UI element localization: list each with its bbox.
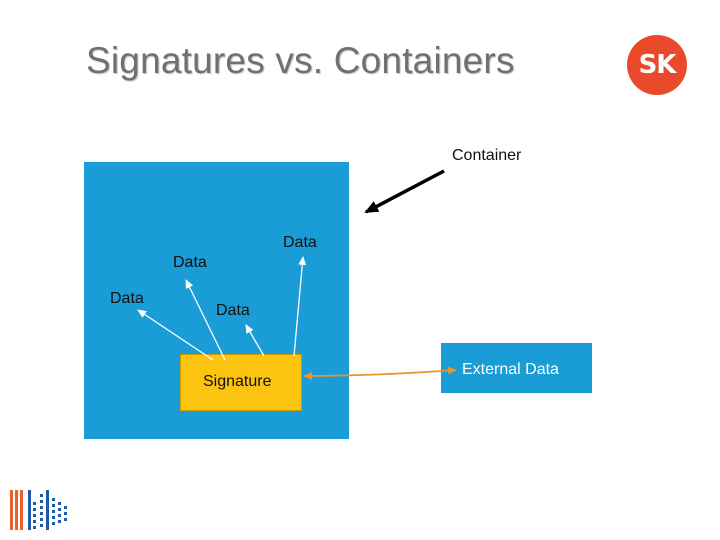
data-arrow-3 xyxy=(245,324,265,357)
footer-logo xyxy=(10,490,67,530)
data-arrow-1 xyxy=(137,309,214,361)
external-data-box xyxy=(441,343,592,393)
sk-logo-text: SK xyxy=(638,50,677,80)
signature-box xyxy=(180,354,302,411)
external-data-label: External Data xyxy=(462,361,559,378)
data-label-4: Data xyxy=(216,302,250,319)
data-arrow-4 xyxy=(293,256,307,357)
container-pointer-arrow xyxy=(364,169,445,214)
signature-label: Signature xyxy=(203,373,272,390)
data-arrow-2 xyxy=(185,279,226,361)
container-label: Container xyxy=(452,147,522,164)
slide-title: Signatures vs. Containers xyxy=(86,40,515,81)
sk-logo: SK xyxy=(627,35,687,95)
external-data-connector xyxy=(303,366,457,380)
data-label-1: Data xyxy=(173,254,207,271)
data-label-3: Data xyxy=(110,290,144,307)
data-label-2: Data xyxy=(283,234,317,251)
